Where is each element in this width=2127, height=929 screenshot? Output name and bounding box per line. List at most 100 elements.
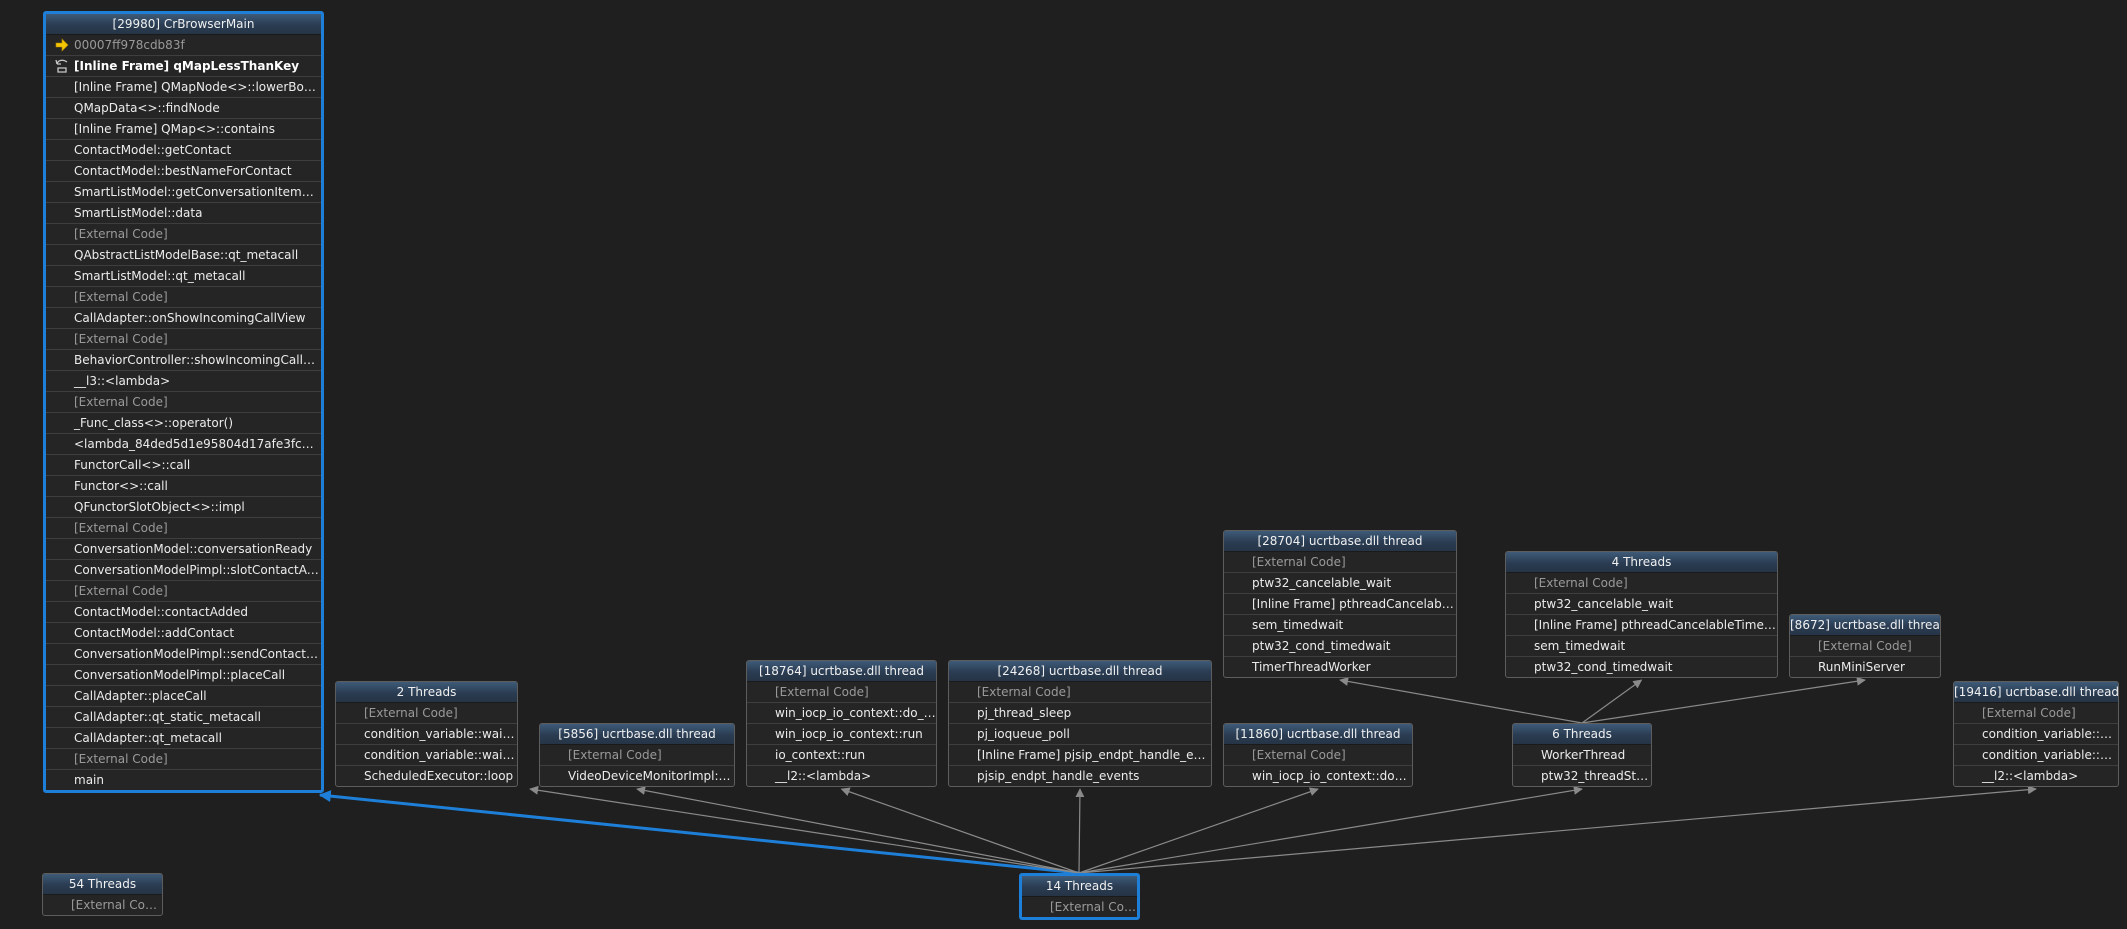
stack-frame-row[interactable]: ConversationModelPimpl::slotContactAdded (46, 560, 321, 581)
stack-frame-row[interactable]: [External Code] (43, 895, 162, 915)
stack-frame-row[interactable]: ptw32_threadStart (1513, 766, 1651, 786)
stack-frame-row[interactable]: VideoDeviceMonitorImpl::run (540, 766, 734, 786)
stack-frame-row[interactable]: sem_timedwait (1224, 615, 1456, 636)
stack-frame-row[interactable]: ScheduledExecutor::loop (336, 766, 517, 786)
stack-frame-row[interactable]: BehaviorController::showIncomingCallView (46, 350, 321, 371)
stack-node-t11860[interactable]: [11860] ucrtbase.dll thread[External Cod… (1223, 723, 1413, 787)
stack-frame-row[interactable]: pj_thread_sleep (949, 703, 1211, 724)
stack-frame-row[interactable]: __l2::<lambda> (747, 766, 936, 786)
stack-frame-row[interactable]: ConversationModel::conversationReady (46, 539, 321, 560)
stack-frame-row[interactable]: [External Code] (1224, 552, 1456, 573)
stack-frame-row[interactable]: [External Code] (46, 749, 321, 770)
stack-frame-row[interactable]: __l2::<lambda> (1954, 766, 2118, 786)
stack-frame-row[interactable]: WorkerThread (1513, 745, 1651, 766)
stack-frame-row[interactable]: ptw32_cond_timedwait (1224, 636, 1456, 657)
stack-frame-row[interactable]: pjsip_endpt_handle_events (949, 766, 1211, 786)
stack-frame-row[interactable]: ptw32_cond_timedwait (1506, 657, 1777, 677)
stack-frame-row[interactable]: [Inline Frame] QMap<>::contains (46, 119, 321, 140)
stack-frame-row[interactable]: [External Code] (46, 287, 321, 308)
stack-node-t18764[interactable]: [18764] ucrtbase.dll thread[External Cod… (746, 660, 937, 787)
stack-frame-row[interactable]: [External Code] (1224, 745, 1412, 766)
stack-frame-row[interactable]: QMapData<>::findNode (46, 98, 321, 119)
stack-node-header[interactable]: [8672] ucrtbase.dll thread (1790, 615, 1940, 636)
stack-frame-row[interactable]: ptw32_cancelable_wait (1506, 594, 1777, 615)
stack-frame-row[interactable]: win_iocp_io_context::run (747, 724, 936, 745)
stack-frame-row[interactable]: FunctorCall<>::call (46, 455, 321, 476)
stack-frame-row[interactable]: [External Code] (1790, 636, 1940, 657)
stack-node-fourteen-threads[interactable]: 14 Threads[External Code] (1019, 873, 1140, 920)
stack-frame-row[interactable]: condition_variable::wait (1954, 724, 2118, 745)
stack-frame-row[interactable]: _Func_class<>::operator() (46, 413, 321, 434)
stack-node-t19416[interactable]: [19416] ucrtbase.dll thread[External Cod… (1953, 681, 2119, 787)
stack-node-t5856[interactable]: [5856] ucrtbase.dll thread[External Code… (539, 723, 735, 787)
stack-frame-row[interactable]: [External Code] (46, 581, 321, 602)
stack-frame-row[interactable]: [Inline Frame] QMapNode<>::lowerBound (46, 77, 321, 98)
stack-frame-row[interactable]: [External Code] (46, 518, 321, 539)
stack-frame-row[interactable]: 00007ff978cdb83f (46, 35, 321, 56)
stack-node-four-threads[interactable]: 4 Threads[External Code]ptw32_cancelable… (1505, 551, 1778, 678)
stack-frame-row[interactable]: SmartListModel::qt_metacall (46, 266, 321, 287)
stack-frame-row[interactable]: [Inline Frame] pthreadCancelableTimedWai… (1506, 615, 1777, 636)
stack-frame-row[interactable]: [External Code] (747, 682, 936, 703)
stack-node-header[interactable]: [19416] ucrtbase.dll thread (1954, 682, 2118, 703)
stack-frame-row[interactable]: ConversationModelPimpl::sendContactRequ.… (46, 644, 321, 665)
stack-frame-row[interactable]: CallAdapter::qt_metacall (46, 728, 321, 749)
stack-node-header[interactable]: [18764] ucrtbase.dll thread (747, 661, 936, 682)
stack-frame-row[interactable]: [Inline Frame] qMapLessThanKey (46, 56, 321, 77)
stack-frame-row[interactable]: TimerThreadWorker (1224, 657, 1456, 677)
stack-frame-row[interactable]: [External Code] (1954, 703, 2118, 724)
stack-frame-row[interactable]: ContactModel::getContact (46, 140, 321, 161)
stack-frame-row[interactable]: CallAdapter::placeCall (46, 686, 321, 707)
stack-frame-row[interactable]: [Inline Frame] pthreadCancelableTimedWai… (1224, 594, 1456, 615)
stack-frame-row[interactable]: ContactModel::contactAdded (46, 602, 321, 623)
stack-node-header[interactable]: [11860] ucrtbase.dll thread (1224, 724, 1412, 745)
stack-frame-row[interactable]: win_iocp_io_context::do_one (747, 703, 936, 724)
stack-node-t28704[interactable]: [28704] ucrtbase.dll thread[External Cod… (1223, 530, 1457, 678)
stack-node-t8672[interactable]: [8672] ucrtbase.dll thread[External Code… (1789, 614, 1941, 678)
stack-frame-row[interactable]: __l3::<lambda> (46, 371, 321, 392)
stack-node-header[interactable]: [29980] CrBrowserMain (46, 14, 321, 35)
stack-frame-row[interactable]: [External Code] (336, 703, 517, 724)
stack-frame-row[interactable]: condition_variable::wait_until (336, 745, 517, 766)
stack-frame-row[interactable]: io_context::run (747, 745, 936, 766)
stack-frame-row[interactable]: [External Code] (1022, 897, 1137, 917)
stack-frame-row[interactable]: condition_variable::wait_until (336, 724, 517, 745)
stack-frame-row[interactable]: [External Code] (949, 682, 1211, 703)
stack-node-header[interactable]: 54 Threads (43, 874, 162, 895)
stack-frame-row[interactable]: ConversationModelPimpl::placeCall (46, 665, 321, 686)
stack-node-t24268[interactable]: [24268] ucrtbase.dll thread[External Cod… (948, 660, 1212, 787)
stack-frame-row[interactable]: Functor<>::call (46, 476, 321, 497)
stack-frame-row[interactable]: ContactModel::bestNameForContact (46, 161, 321, 182)
stack-frame-row[interactable]: [External Code] (540, 745, 734, 766)
stack-node-header[interactable]: [24268] ucrtbase.dll thread (949, 661, 1211, 682)
stack-node-two-threads[interactable]: 2 Threads[External Code]condition_variab… (335, 681, 518, 787)
stack-node-header[interactable]: 14 Threads (1022, 876, 1137, 897)
stack-node-fiftyfour-threads[interactable]: 54 Threads[External Code] (42, 873, 163, 916)
stack-frame-row[interactable]: win_iocp_io_context::do_one (1224, 766, 1412, 786)
stack-frame-row[interactable]: pj_ioqueue_poll (949, 724, 1211, 745)
stack-frame-row[interactable]: sem_timedwait (1506, 636, 1777, 657)
stack-node-header[interactable]: 6 Threads (1513, 724, 1651, 745)
stack-frame-row[interactable]: CallAdapter::onShowIncomingCallView (46, 308, 321, 329)
stack-frame-row[interactable]: RunMiniServer (1790, 657, 1940, 677)
stack-node-header[interactable]: 2 Threads (336, 682, 517, 703)
stack-frame-row[interactable]: QAbstractListModelBase::qt_metacall (46, 245, 321, 266)
stack-frame-row[interactable]: [External Code] (46, 329, 321, 350)
stack-frame-row[interactable]: CallAdapter::qt_static_metacall (46, 707, 321, 728)
stack-node-header[interactable]: 4 Threads (1506, 552, 1777, 573)
stack-frame-row[interactable]: [External Code] (1506, 573, 1777, 594)
stack-frame-row[interactable]: QFunctorSlotObject<>::impl (46, 497, 321, 518)
stack-frame-row[interactable]: [Inline Frame] pjsip_endpt_handle_events… (949, 745, 1211, 766)
stack-frame-row[interactable]: [External Code] (46, 392, 321, 413)
stack-frame-row[interactable]: <lambda_84ded5d1e95804d17afe3fc1e82f0... (46, 434, 321, 455)
stack-frame-row[interactable]: condition_variable::wait (1954, 745, 2118, 766)
stack-frame-row[interactable]: main (46, 770, 321, 790)
stack-frame-row[interactable]: SmartListModel::getConversationItemData (46, 182, 321, 203)
stack-frame-row[interactable]: [External Code] (46, 224, 321, 245)
stack-frame-row[interactable]: ContactModel::addContact (46, 623, 321, 644)
stack-node-header[interactable]: [5856] ucrtbase.dll thread (540, 724, 734, 745)
stack-frame-row[interactable]: ptw32_cancelable_wait (1224, 573, 1456, 594)
stack-node-header[interactable]: [28704] ucrtbase.dll thread (1224, 531, 1456, 552)
